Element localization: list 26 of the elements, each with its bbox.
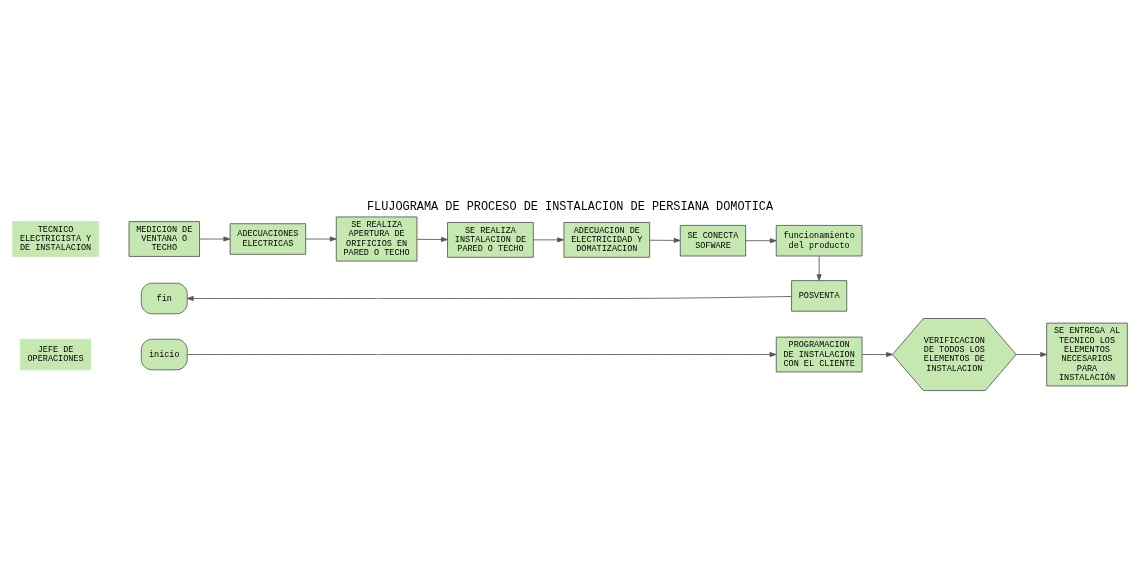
node-box: SE REALIZA INSTALACION DE PARED O TECHO bbox=[447, 221, 534, 258]
arrow bbox=[199, 236, 231, 242]
node-box: PROGRAMACION DE INSTALACION CON EL CLIENTE bbox=[775, 336, 863, 372]
node-box: inicio bbox=[140, 338, 188, 370]
arrow bbox=[186, 351, 777, 357]
node-box: MEDICION DE VENTANA O TECHO bbox=[128, 220, 200, 257]
arrow bbox=[416, 236, 448, 242]
arrow bbox=[1016, 351, 1048, 357]
arrow bbox=[861, 351, 893, 357]
arrow bbox=[649, 237, 681, 243]
node-box: TECNICO ELECTRICISTA Y DE INSTALACION bbox=[12, 220, 99, 257]
arrow bbox=[305, 236, 337, 242]
arrow bbox=[186, 295, 792, 301]
node-box: ADECUACION DE ELECTRICIDAD Y DOMATIZACION bbox=[563, 221, 651, 258]
node-box: JEFE DE OPERACIONES bbox=[19, 338, 92, 370]
arrow bbox=[816, 255, 822, 281]
arrow bbox=[532, 236, 564, 242]
arrow bbox=[745, 237, 777, 243]
node-box: ADECUACIONES ELECTRICAS bbox=[229, 222, 307, 255]
node-box: SE REALIZA APERTURA DE ORIFICIOS EN PARED O TECHO bbox=[335, 216, 418, 262]
diagram-title: FLUJOGRAMA DE PROCESO DE INSTALACION DE PERSIANA DOMOTICA bbox=[366, 199, 774, 214]
node-box: SE CONECTA SOFWARE bbox=[679, 224, 747, 256]
node-box: SE ENTREGA AL TECNICO LOS ELEMENTOS NECESARIOS PARA INSTALACIÓN bbox=[1046, 322, 1128, 386]
node-box: POSVENTA bbox=[791, 279, 848, 312]
node-box: funcionamiento del producto bbox=[775, 224, 863, 256]
node-box: fin bbox=[140, 282, 188, 314]
